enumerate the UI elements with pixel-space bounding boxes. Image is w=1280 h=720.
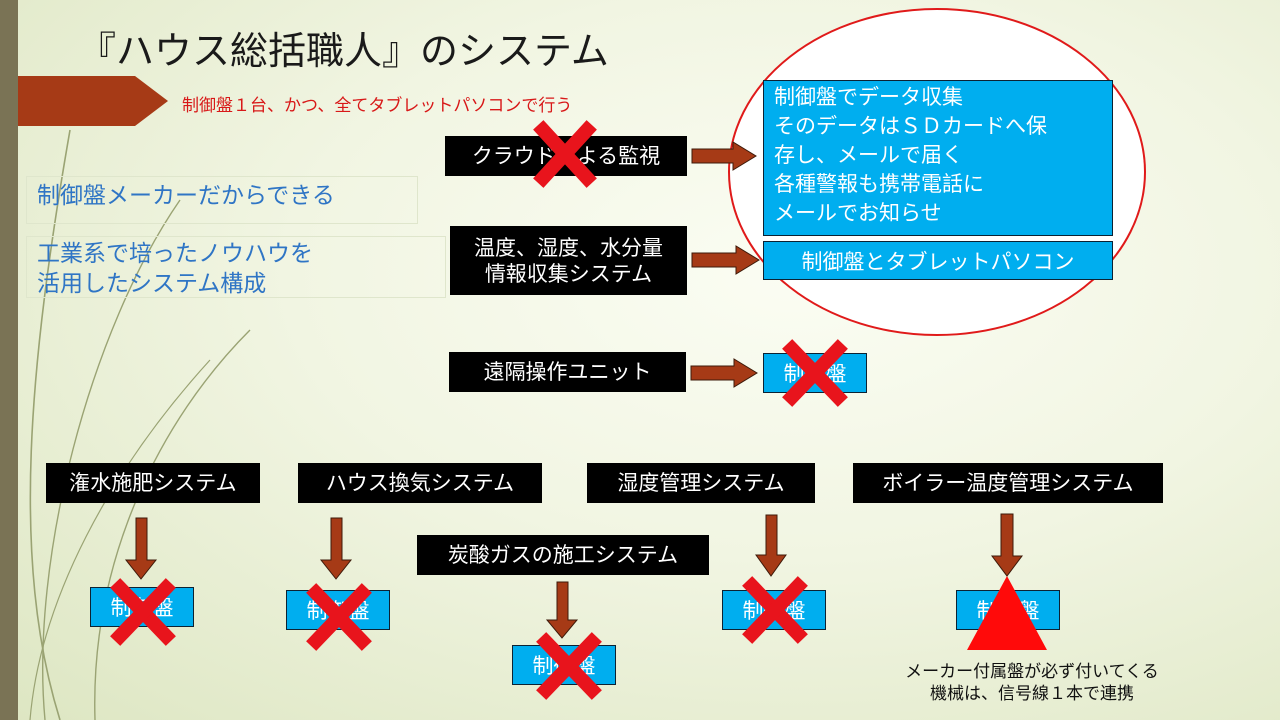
left-point-1: 制御盤メーカーだからできる [26,176,418,224]
ventilation-panel-box: 制御盤 [286,590,390,630]
co2-panel-box: 制御盤 [512,645,616,685]
left-accent-bar [0,0,18,720]
info-line-5: メールでお知らせ [774,201,942,225]
irrigation-system-box: 潅水施肥システム [46,463,260,503]
arrow-down-icon [991,513,1023,577]
sensor-box-line1: 温度、湿度、水分量 [474,235,663,260]
slide-title: 『ハウス総括職人』のシステム [78,29,609,73]
arrow-down-icon [319,517,353,580]
ventilation-system-box: ハウス換気システム [298,463,542,503]
arrow-down-icon [755,514,787,577]
boiler-panel-box: 制御盤 [956,590,1060,630]
irrigation-panel-box: 制御盤 [90,587,194,627]
arrow-right-icon [691,141,757,171]
remote-control-unit-box: 遠隔操作ユニット [449,352,686,392]
boiler-note-line2: 機械は、信号線１本で連携 [930,684,1134,704]
arrow-right-icon [691,245,760,275]
arrow-down-icon [124,517,158,580]
subtitle-arrow-banner [18,76,168,126]
arrow-right-icon [690,358,758,388]
humidity-panel-box: 制御盤 [722,590,826,630]
slide-subtitle: 制御盤１台、かつ、全てタブレットパソコンで行う [182,96,573,116]
boiler-note: メーカー付属盤が必ず付いてくる 機械は、信号線１本で連携 [880,661,1184,705]
cloud-monitoring-box: クラウドによる監視 [445,136,687,176]
arrow-down-icon [545,581,579,639]
remote-control-panel-box: 制御盤 [763,353,867,393]
info-line-3: 存し、メールで届く [774,143,963,167]
info-line-2: そのデータはＳＤカードへ保 [774,114,1047,138]
boiler-system-box: ボイラー温度管理システム [853,463,1163,503]
left-point-1-text: 制御盤メーカーだからできる [37,183,335,209]
left-point-2: 工業系で培ったノウハウを 活用したシステム構成 [26,236,446,298]
humidity-system-box: 湿度管理システム [587,463,815,503]
sensor-collection-box: 温度、湿度、水分量 情報収集システム [450,226,687,295]
left-point-2-line2: 活用したシステム構成 [37,271,267,297]
info-line-1: 制御盤でデータ収集 [774,85,963,109]
tablet-panel-box: 制御盤とタブレットパソコン [763,241,1113,280]
info-line-4: 各種警報も携帯電話に [774,172,984,196]
data-collection-info-box: 制御盤でデータ収集 そのデータはＳＤカードへ保 存し、メールで届く 各種警報も携… [763,80,1113,236]
boiler-note-line1: メーカー付属盤が必ず付いてくる [905,662,1159,682]
co2-system-box: 炭酸ガスの施工システム [417,535,709,575]
sensor-box-line2: 情報収集システム [484,261,653,286]
left-point-2-line1: 工業系で培ったノウハウを [37,241,313,267]
